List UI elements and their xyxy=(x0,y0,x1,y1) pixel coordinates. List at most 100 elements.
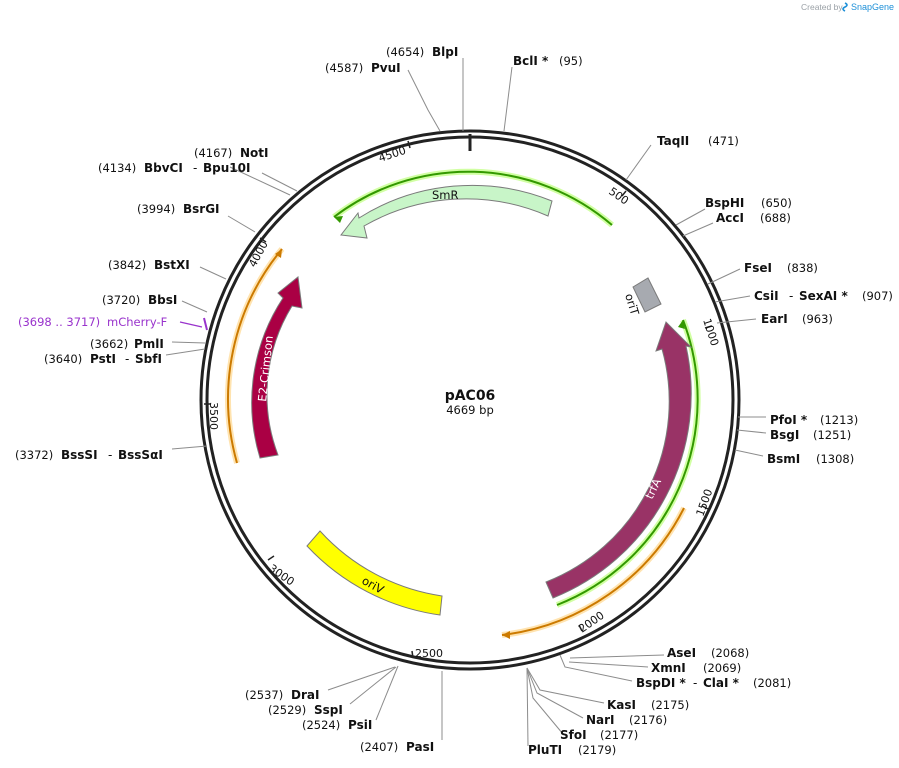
site-drai[interactable]: (2537) DraI xyxy=(245,688,319,702)
site-pos-bcli: (95) xyxy=(559,54,583,68)
feature-smr[interactable]: SmR xyxy=(340,184,553,239)
feature-trfa[interactable]: trfA xyxy=(545,321,693,599)
site-pos-xmni: (2069) xyxy=(703,661,741,675)
site-pos-bsphi: (650) xyxy=(761,196,792,210)
orf-orange-left[interactable] xyxy=(225,247,285,464)
feature-label-orit: oriT xyxy=(622,292,642,318)
feature-label-e2-crimson: E2-Crimson xyxy=(255,335,276,402)
site-bsrgi[interactable]: (3994) BsrGI xyxy=(137,202,220,216)
site-blpi[interactable]: (4654) BlpI xyxy=(386,45,458,59)
site-pasi[interactable]: (2407) PasI xyxy=(360,740,434,754)
site-psti-sbfi[interactable]: (3640) PstI - SbfI xyxy=(44,352,162,366)
plasmid-length: 4669 bp xyxy=(446,403,494,417)
site-name-drai: DraI xyxy=(291,688,319,702)
site-pos-bsssi: (3372) xyxy=(15,448,53,462)
site-name-pvui: PvuI xyxy=(371,61,401,75)
site-bbsi[interactable]: (3720) BbsI xyxy=(102,293,177,307)
site-pluti[interactable]: PluTI (2179) xyxy=(528,743,616,757)
site-name-bsphi: BspHI xyxy=(705,196,744,210)
feature-label-smr: SmR xyxy=(432,188,459,202)
site-bsmi[interactable]: BsmI (1308) xyxy=(767,452,854,466)
site-eari[interactable]: EarI (963) xyxy=(761,312,833,326)
orf-orange-right[interactable] xyxy=(501,506,687,639)
site-kasi[interactable]: KasI (2175) xyxy=(607,698,689,712)
site-pos-bsmi: (1308) xyxy=(816,452,854,466)
site-dash-bsssi: - xyxy=(108,448,112,462)
site-bstxi[interactable]: (3842) BstXI xyxy=(108,258,190,272)
site-name-blpi: BlpI xyxy=(432,45,458,59)
site-name-nari: NarI xyxy=(586,713,615,727)
site-name-sexai: SexAI * xyxy=(799,289,848,303)
site-name-sbfi: SbfI xyxy=(135,352,162,366)
site-xmni[interactable]: XmnI (2069) xyxy=(651,661,741,675)
site-name-psti: PstI xyxy=(90,352,116,366)
site-bspdi-clai[interactable]: BspDI * - ClaI * (2081) xyxy=(636,676,791,690)
primer-mcherry-marker[interactable] xyxy=(203,317,208,331)
site-dash-bbvci: - xyxy=(193,161,197,175)
site-pvui[interactable]: (4587) PvuI xyxy=(325,61,401,75)
orf-smr[interactable] xyxy=(332,168,614,228)
feature-e2-crimson[interactable]: E2-Crimson xyxy=(251,276,303,459)
plasmid-name: pAC06 xyxy=(445,388,496,404)
primer-leader xyxy=(179,321,203,328)
site-name-bsgi: BsgI xyxy=(770,428,799,442)
site-pos-bstxi: (3842) xyxy=(108,258,146,272)
site-dash-psti: - xyxy=(125,352,129,366)
tick-label-3500: 3500 xyxy=(207,402,220,430)
site-name-noti: NotI xyxy=(240,146,269,160)
feature-oriv[interactable]: oriV xyxy=(306,530,443,616)
site-name-bsssai: BssSαI xyxy=(118,448,163,462)
site-noti[interactable]: (4167) NotI xyxy=(194,146,269,160)
snapgene-credit[interactable]: Created by SnapGene xyxy=(801,2,894,12)
site-pos-pmli: (3662) xyxy=(90,337,128,351)
site-name-bcli: BclI * xyxy=(513,54,549,68)
site-acci[interactable]: AccI (688) xyxy=(716,211,791,225)
site-name-acci: AccI xyxy=(716,211,744,225)
site-name-psii: PsiI xyxy=(348,718,372,732)
site-nari[interactable]: NarI (2176) xyxy=(586,713,667,727)
site-pos-drai: (2537) xyxy=(245,688,283,702)
site-bcli[interactable]: BclI * (95) xyxy=(513,54,583,68)
site-name-pluti: PluTI xyxy=(528,743,562,757)
site-pos-kasi: (2175) xyxy=(651,698,689,712)
site-name-bsrgi: BsrGI xyxy=(183,202,220,216)
site-pos-eari: (963) xyxy=(802,312,833,326)
site-pfoi[interactable]: PfoI * (1213) xyxy=(770,413,858,427)
site-name-xmni: XmnI xyxy=(651,661,686,675)
site-taqii[interactable]: TaqII (471) xyxy=(657,134,739,148)
site-pos-noti: (4167) xyxy=(194,146,232,160)
site-asei[interactable]: AseI (2068) xyxy=(667,646,749,660)
site-name-bsssi: BssSI xyxy=(61,448,98,462)
credit-text: Created by xyxy=(801,2,843,12)
site-bsphi[interactable]: BspHI (650) xyxy=(705,196,792,210)
site-pos-bsgi: (1251) xyxy=(813,428,851,442)
leader-lines xyxy=(165,58,767,747)
site-bsgi[interactable]: BsgI (1251) xyxy=(770,428,851,442)
site-dash-csii: - xyxy=(789,289,793,303)
site-csii-sexai[interactable]: CsiI - SexAI * (907) xyxy=(754,289,893,303)
orf-trfa[interactable] xyxy=(555,318,701,608)
site-bsssi-bsssai[interactable]: (3372) BssSI - BssSαI xyxy=(15,448,163,462)
site-sfoi[interactable]: SfoI (2177) xyxy=(560,728,638,742)
site-pos-pfoi: (1213) xyxy=(820,413,858,427)
site-sspi[interactable]: (2529) SspI xyxy=(268,703,343,717)
site-fsei[interactable]: FseI (838) xyxy=(744,261,818,275)
backbone xyxy=(199,129,741,671)
site-pos-bsrgi: (3994) xyxy=(137,202,175,216)
site-name-sfoi: SfoI xyxy=(560,728,587,742)
site-pos-pvui: (4587) xyxy=(325,61,363,75)
site-dash-bspdi: - xyxy=(693,676,697,690)
primer-mcherry-f[interactable]: (3698 .. 3717) mCherry-F xyxy=(18,315,167,329)
site-pos-taqii: (471) xyxy=(708,134,739,148)
site-pos-bbvci: (4134) xyxy=(98,161,136,175)
site-pos-acci: (688) xyxy=(760,211,791,225)
site-pos-csii: (907) xyxy=(862,289,893,303)
site-psii[interactable]: (2524) PsiI xyxy=(302,718,372,732)
site-pos-bbsi: (3720) xyxy=(102,293,140,307)
site-name-bpu10i: Bpu10I xyxy=(203,161,250,175)
site-name-bstxi: BstXI xyxy=(154,258,190,272)
site-bbvci-bpu10i[interactable]: (4134) BbvCI - Bpu10I xyxy=(98,161,250,175)
feature-orit[interactable]: oriT xyxy=(622,277,662,318)
site-pmli[interactable]: (3662) PmlI xyxy=(90,337,164,351)
